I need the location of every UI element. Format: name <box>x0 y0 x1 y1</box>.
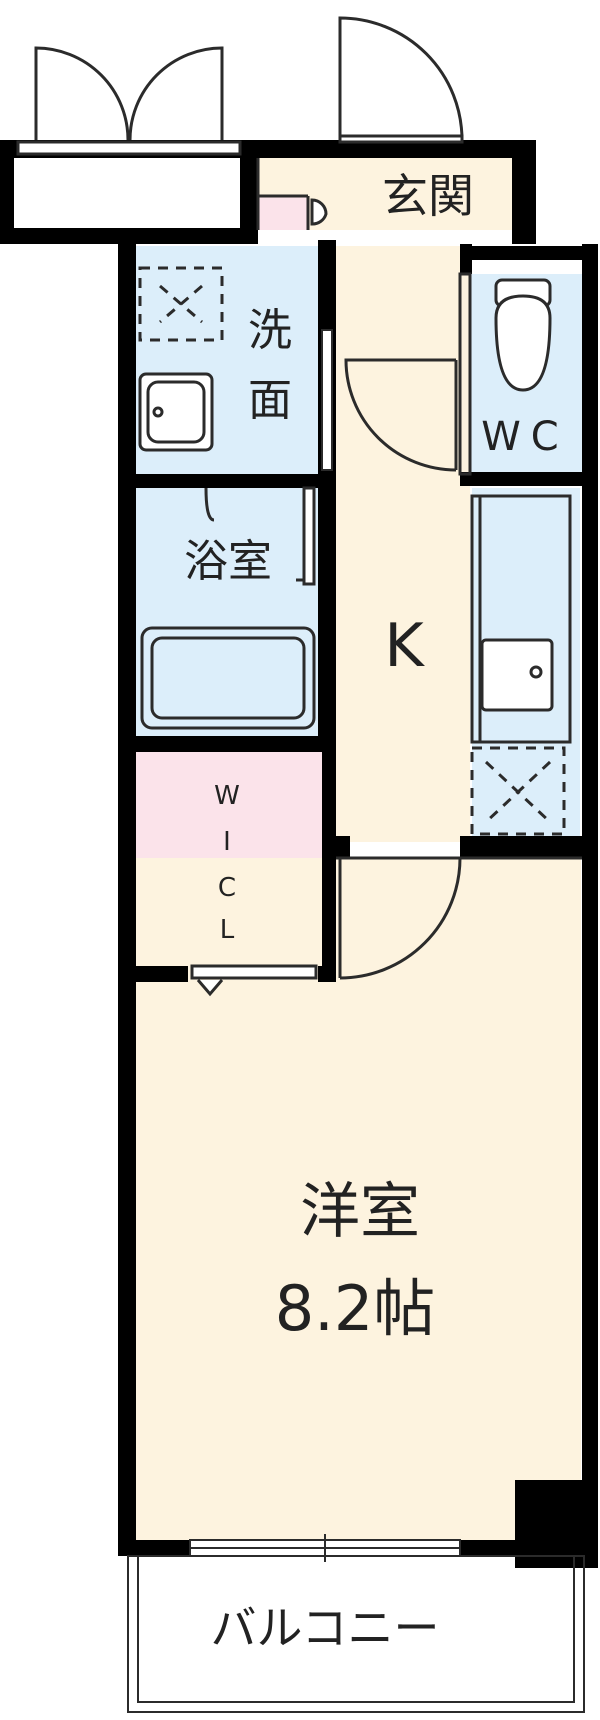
shoe-cabinet-icon <box>310 198 328 226</box>
closet-label-i: I <box>223 827 231 857</box>
closet-label-c: C <box>218 873 236 903</box>
toilet-icon <box>494 278 552 392</box>
walls <box>0 140 598 1568</box>
washroom-label-1: 洗 <box>248 305 292 356</box>
balcony-label: バルコニー <box>210 1601 439 1655</box>
entrance-box-left <box>14 158 240 228</box>
bathroom-label: 浴室 <box>184 536 272 587</box>
bathroom-door <box>204 486 316 586</box>
toilet-label: WC <box>481 414 568 460</box>
toilet-door-swing-icon <box>344 358 458 472</box>
sink-icon <box>138 372 214 452</box>
closet-label-w: W <box>214 781 240 811</box>
western-room-label: 洋室 <box>300 1177 420 1247</box>
kitchen-sink-icon <box>480 638 554 712</box>
closet-label-l: L <box>220 915 235 945</box>
western-room-size: 8.2帖 <box>275 1272 436 1345</box>
closet-door <box>190 964 318 997</box>
refrigerator-space-icon <box>470 746 566 836</box>
balcony-window <box>189 1534 461 1562</box>
entrance-shoe-box <box>258 196 308 230</box>
entrance-label: 玄関 <box>382 169 474 223</box>
bathtub-icon <box>140 626 316 730</box>
western-room-door-swing-icon <box>338 856 462 980</box>
closet-labels: W I C L <box>214 781 240 945</box>
door-swing-icon <box>16 16 464 156</box>
washroom-door <box>321 329 333 471</box>
washroom-label-2: 面 <box>248 375 292 426</box>
kitchen-label: K <box>384 611 425 681</box>
kitchen-floor <box>335 246 470 842</box>
washing-machine-space-icon <box>138 266 224 342</box>
balcony-railing <box>127 1555 585 1713</box>
